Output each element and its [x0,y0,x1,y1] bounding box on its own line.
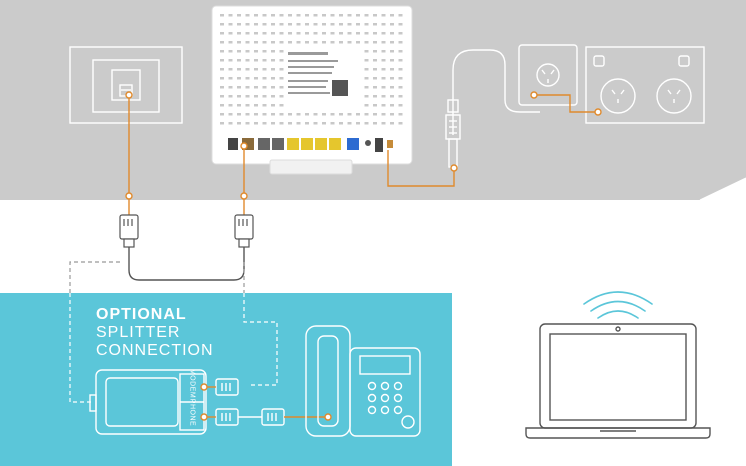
splitter-title-line2: SPLITTER [96,324,181,341]
power-cable [445,49,540,168]
band-diagonal-line [699,177,746,201]
splitter-port-phone-label: PHONE [188,398,196,427]
modem-router-icon [211,5,413,175]
power-adapter-icon [518,44,578,106]
splitter-icon [89,369,207,435]
phone-cable [128,247,245,281]
modem-back-ports [228,138,393,152]
power-outlet-icon [585,46,705,124]
optional-dashed-paths [69,261,278,403]
cable-nodes [125,91,602,200]
wall-phone-socket-icon [69,46,183,124]
wifi-icon [583,291,653,319]
splitter-title-line3: CONNECTION [96,342,214,359]
laptop-icon [525,323,711,439]
splitter-title-line1: OPTIONAL [96,306,187,323]
rj11-plug-icon [119,214,254,248]
desk-phone-icon [305,325,421,437]
